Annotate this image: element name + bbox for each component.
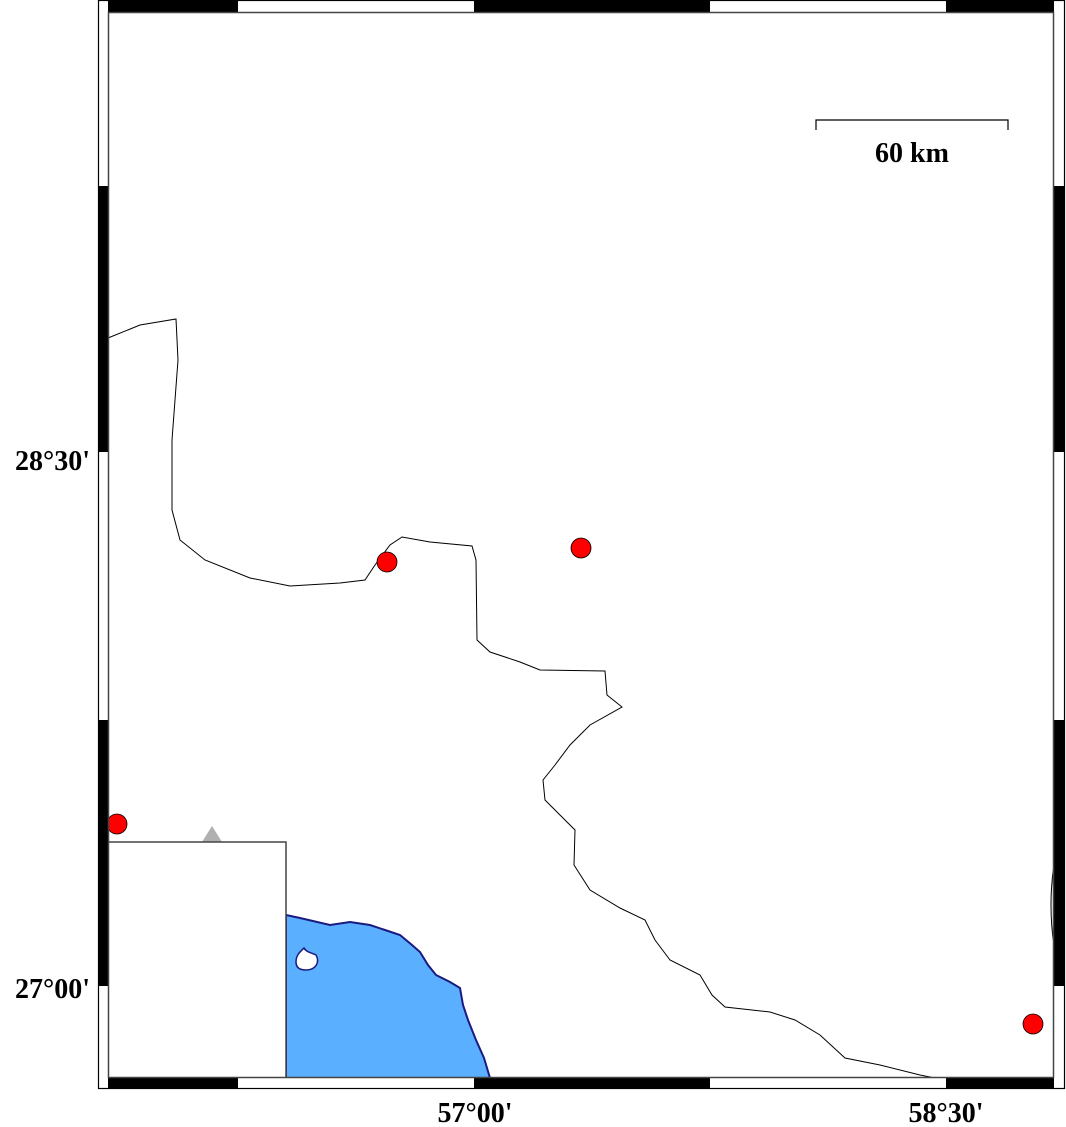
- event-marker[interactable]: [106, 813, 128, 835]
- event-marker[interactable]: [570, 537, 592, 559]
- island: [295, 946, 319, 971]
- lon-label: 57°00': [438, 1098, 513, 1127]
- event-marker[interactable]: [1022, 1013, 1044, 1035]
- inset-box: [107, 841, 287, 1079]
- lat-label: 27°00': [15, 974, 90, 1005]
- station-triangle-icon: [202, 826, 222, 842]
- political-border: [107, 318, 936, 1079]
- frame-ticks: [97, 0, 1066, 1090]
- sea-area: [285, 913, 492, 1079]
- scale-bar-label: 60 km: [875, 138, 949, 169]
- lat-label: 28°30': [15, 446, 90, 477]
- lon-label: 58°30': [909, 1098, 984, 1127]
- event-marker[interactable]: [376, 551, 398, 573]
- scale-bar: [815, 119, 1009, 130]
